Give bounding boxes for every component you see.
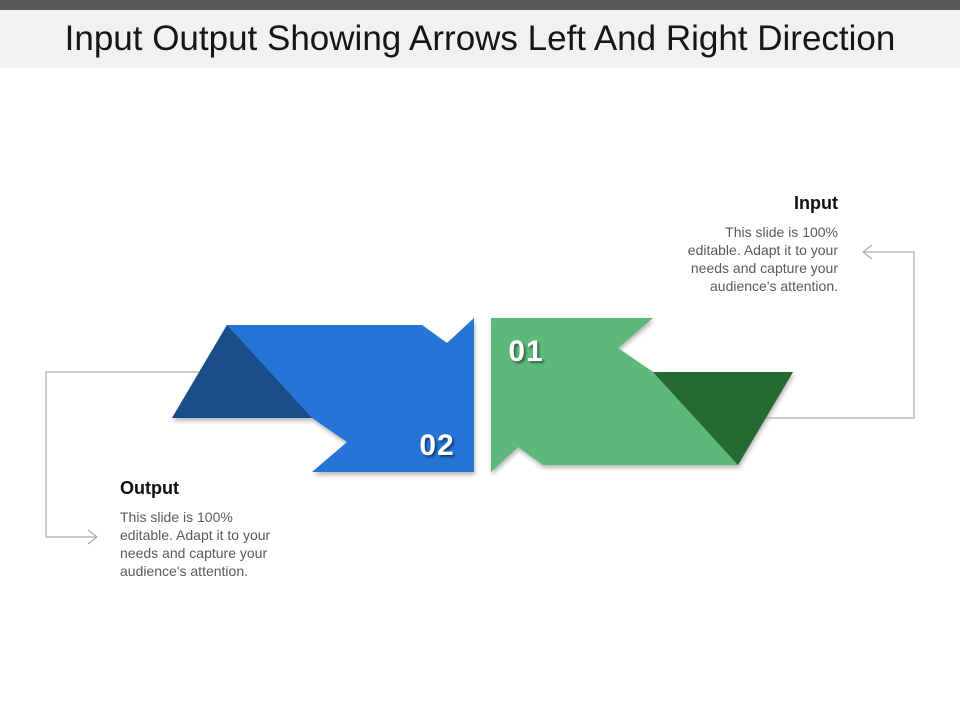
input-body-line: This slide is 100% (725, 224, 838, 240)
blue-arrow-fold-triangle (172, 325, 312, 418)
blue-arrow-shape (172, 318, 474, 472)
green-arrow-fold-triangle (653, 372, 793, 465)
output-body-line: This slide is 100% (120, 509, 233, 525)
input-body-line: editable. Adapt it to your (687, 242, 838, 258)
step-number-01: 01 (508, 335, 544, 368)
top-accent-bar (0, 0, 960, 10)
title-band: Input Output Showing Arrows Left And Rig… (0, 10, 960, 68)
input-body-line: audience's attention. (710, 278, 838, 294)
output-body-line: editable. Adapt it to your (120, 527, 271, 543)
step-number-02: 02 (419, 429, 455, 462)
output-text-block: Output This slide is 100% editable. Adap… (120, 478, 340, 580)
input-body: This slide is 100% editable. Adapt it to… (618, 223, 838, 295)
output-body: This slide is 100% editable. Adapt it to… (120, 508, 340, 580)
input-leader-line (766, 244, 915, 419)
output-body-line: needs and capture your (120, 545, 268, 561)
input-leader-arrowhead-icon (862, 244, 873, 260)
output-leader-arrowhead-icon (87, 529, 98, 545)
green-arrow-shape (491, 318, 793, 472)
output-heading: Output (120, 478, 179, 498)
input-heading: Input (794, 193, 838, 213)
input-body-line: needs and capture your (690, 260, 838, 276)
slide-title: Input Output Showing Arrows Left And Rig… (64, 19, 896, 58)
input-text-block: Input This slide is 100% editable. Adapt… (618, 193, 838, 295)
output-leader-line (45, 371, 199, 545)
output-body-line: audience's attention. (120, 563, 248, 579)
